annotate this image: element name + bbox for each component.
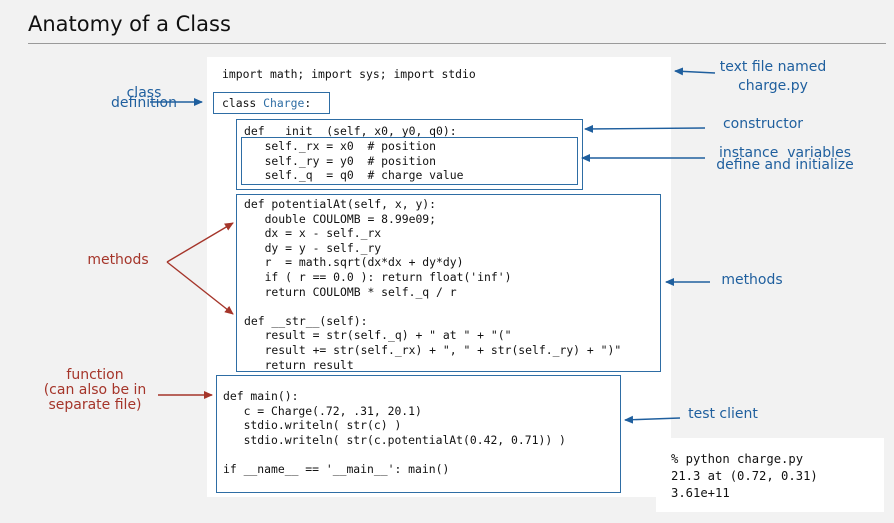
instance-variables-code: self._rx = x0 # position self._ry = y0 #… [264, 139, 464, 183]
class-declaration: class Charge: [222, 96, 311, 111]
class-definition-box [213, 92, 330, 114]
import-statement: import math; import sys; import stdio [222, 67, 476, 81]
main-function-code: def main(): c = Charge(.72, .31, 20.1) s… [223, 389, 566, 476]
methods-right-label: methods [721, 272, 783, 288]
class-keyword: class [222, 96, 264, 110]
class-colon: : [304, 96, 312, 110]
slide-title: Anatomy of a Class [28, 12, 231, 36]
function-label: function (can also be in separate file) [43, 367, 147, 413]
instance-variables-box [241, 137, 578, 185]
test-client-label: test client [688, 406, 758, 422]
class-definition-label: class definition [111, 85, 177, 111]
main-function-box [216, 375, 621, 493]
instance-variables-label: instance variables define and initialize [716, 145, 854, 173]
methods-box [236, 194, 661, 372]
constructor-label: constructor [722, 116, 804, 132]
terminal-output-panel [656, 438, 884, 512]
file-name-arrow [674, 67, 716, 76]
code-file-panel [207, 57, 671, 497]
constructor-arrow [584, 124, 706, 133]
title-divider [28, 43, 886, 44]
file-name-label: text file named charge.py [719, 59, 827, 94]
constructor-signature: def __init__(self, x0, y0, q0): [244, 124, 457, 138]
methods-arrow-lower [166, 261, 234, 315]
class-name: Charge [263, 96, 305, 110]
methods-left-label: methods [87, 252, 149, 268]
methods-code: def potentialAt(self, x, y): double COUL… [244, 197, 622, 372]
terminal-output: % python charge.py 21.3 at (0.72, 0.31) … [671, 452, 818, 500]
test-client-arrow [624, 415, 681, 424]
methods-arrow-upper [166, 222, 234, 263]
